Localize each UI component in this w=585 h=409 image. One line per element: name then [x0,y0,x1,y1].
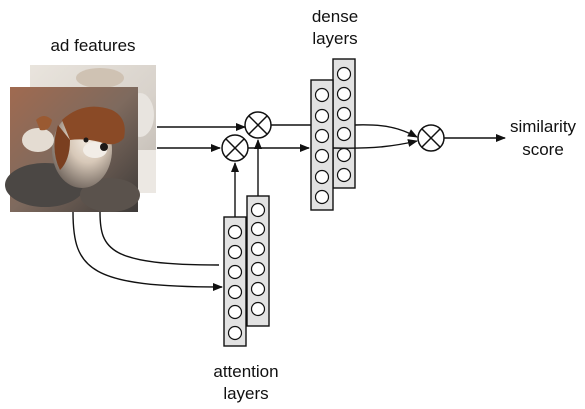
attention-node [227,284,243,300]
attention-label-line1: attention [213,362,278,381]
attention-node [250,301,266,317]
attention-node [250,261,266,277]
dense-node [336,106,352,122]
attention-node [227,264,243,280]
attention-node [227,244,243,260]
multiply-operator-left [221,134,249,162]
edge-features-to-attention-1 [99,211,220,266]
attention-node [227,224,243,240]
similarity-label-line2: score [522,140,564,159]
dense-node [314,189,330,205]
dense-label-line1: dense [312,7,358,26]
dense-node [314,148,330,164]
dense-node [314,128,330,144]
dense-node [336,147,352,163]
attention-node [250,202,266,218]
dense-node [314,108,330,124]
dense-node [314,169,330,185]
attention-label-line2: layers [223,384,268,403]
dense-node [314,87,330,103]
edge-dense-front-to-multiply-final [332,139,418,149]
attention-node [250,281,266,297]
dense-node [336,86,352,102]
ad-features-label: ad features [50,36,135,55]
attention-node [227,304,243,320]
dense-layers [310,58,356,211]
similarity-label-line1: similarity [510,117,577,136]
multiply-operator-final [417,124,445,152]
attention-node [227,325,243,341]
dense-node [336,66,352,82]
dense-label-line2: layers [312,29,357,48]
edge-dense-back-to-multiply-final [354,124,418,138]
puppy-image [5,87,140,212]
attention-node [250,241,266,257]
edge-features-to-attention-2 [72,211,223,291]
attention-layers [223,195,270,347]
dense-node [336,126,352,142]
attention-node [250,221,266,237]
multiply-operator-top [244,111,272,139]
dense-node [336,167,352,183]
